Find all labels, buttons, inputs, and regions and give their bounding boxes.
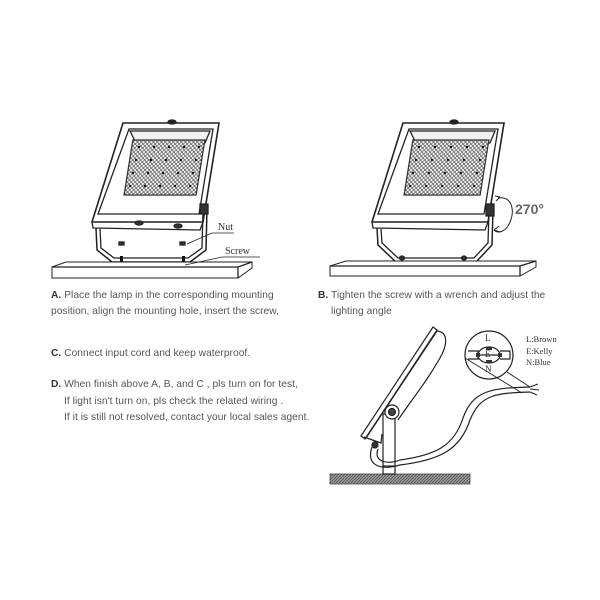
step-b: B. Tighten the screw with a wrench and a… [318, 288, 545, 320]
step-d: D. When finish above A, B, and C , pls t… [51, 377, 309, 427]
step-b-line-1: Tighten the screw with a wrench and adju… [331, 290, 546, 301]
step-a-line-1: Place the lamp in the corresponding moun… [64, 290, 274, 301]
step-d-line-3: If it is still not resolved, contact you… [64, 412, 310, 423]
step-d-key: D. [51, 379, 62, 390]
step-c-key: C. [51, 348, 62, 359]
step-c-line-1: Connect input cord and keep waterproof. [64, 348, 251, 359]
rotation-angle-label: 270° [515, 201, 544, 217]
step-b-line-2: lighting angle [331, 306, 392, 317]
step-a: A. Place the lamp in the corresponding m… [51, 288, 279, 320]
terminal-n-letter: N [485, 364, 492, 374]
step-a-line-2: position, align the mounting hole, inser… [51, 306, 279, 317]
wire-color-legend: L:Brown E:Kelly N:Blue [526, 334, 557, 369]
nut-label: Nut [218, 222, 233, 233]
step-a-key: A. [51, 290, 62, 301]
terminal-e-letter: E [485, 349, 491, 359]
legend-neutral-blue: N:Blue [526, 357, 551, 367]
step-d-line-1: When finish above A, B, and C , pls turn… [64, 379, 298, 390]
step-c: C. Connect input cord and keep waterproo… [51, 346, 250, 362]
legend-earth-kelly: E:Kelly [526, 345, 553, 356]
legend-live-brown: L:Brown [526, 334, 557, 344]
screw-label: Screw [225, 246, 250, 257]
step-d-line-2: If light isn't turn on, pls check the re… [64, 395, 284, 407]
step-b-key: B. [318, 290, 329, 301]
terminal-l-letter: L [485, 333, 491, 343]
